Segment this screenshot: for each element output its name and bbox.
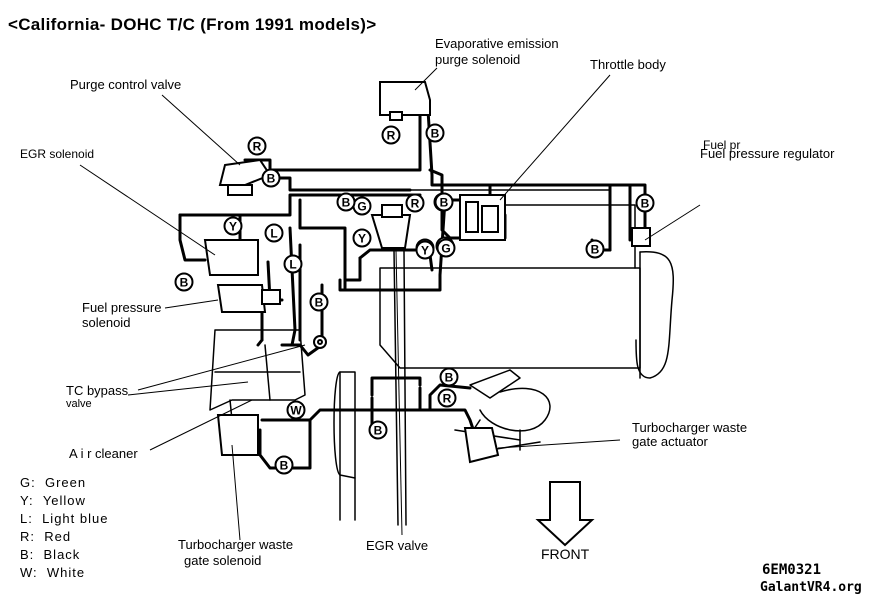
brand-watermark: GalantVR4.org bbox=[760, 580, 862, 595]
label-fuel-pressure-regulator: Fuel pressure regulator bbox=[700, 146, 835, 161]
svg-text:B: B bbox=[342, 196, 351, 210]
svg-text:L: L bbox=[270, 227, 277, 241]
hose-color-tag: Y bbox=[223, 216, 243, 236]
hose-color-tag: G bbox=[352, 196, 372, 216]
svg-text:W: W bbox=[290, 404, 302, 418]
svg-text:R: R bbox=[253, 140, 262, 154]
svg-text:R: R bbox=[443, 392, 452, 406]
waste-gate-actuator-shape bbox=[463, 427, 500, 464]
hose-color-tag: G bbox=[436, 238, 456, 258]
hose-color-tag: L bbox=[283, 254, 303, 274]
legend: G: Green Y: Yellow L: Light blue R: Red … bbox=[20, 474, 108, 582]
label-fuel-pr-overlap: Fuel pr bbox=[703, 138, 741, 152]
evap-purge-solenoid-shape bbox=[379, 81, 431, 116]
svg-text:B: B bbox=[591, 243, 600, 257]
label-fuel-pressure-solenoid-1: Fuel pressure bbox=[82, 300, 162, 315]
label-egr-solenoid: EGR solenoid bbox=[20, 147, 95, 161]
label-purge-control-valve: Purge control valve bbox=[70, 77, 182, 92]
label-waste-gate-solenoid-1: Turbocharger waste bbox=[178, 537, 294, 552]
svg-text:Y: Y bbox=[421, 244, 429, 258]
hose-color-tag: R bbox=[405, 193, 425, 213]
label-fuel-pressure-solenoid-2: solenoid bbox=[82, 315, 131, 330]
hose-color-tag: B bbox=[635, 193, 655, 213]
label-tc-bypass-2: valve bbox=[66, 398, 92, 410]
svg-text:B: B bbox=[641, 197, 650, 211]
purge-control-valve-shape bbox=[218, 158, 272, 186]
svg-text:B: B bbox=[315, 296, 324, 310]
waste-gate-solenoid-shape bbox=[216, 414, 259, 456]
legend-item: R: Red bbox=[20, 529, 72, 544]
hose-color-tag: B bbox=[439, 367, 459, 387]
legend-item: Y: Yellow bbox=[20, 493, 86, 508]
hose-color-tag: B bbox=[368, 420, 388, 440]
label-egr-valve: EGR valve bbox=[366, 538, 429, 553]
label-waste-gate-actuator-2: gate actuator bbox=[632, 434, 708, 449]
front-arrow bbox=[535, 481, 595, 547]
hose-color-tag: Y bbox=[352, 228, 372, 248]
hose-color-tag: B bbox=[174, 272, 194, 292]
svg-text:B: B bbox=[440, 196, 449, 210]
legend-item: L: Light blue bbox=[20, 511, 109, 526]
label-tc-bypass-1: TC bypass bbox=[66, 383, 129, 398]
svg-text:Y: Y bbox=[229, 220, 237, 234]
svg-text:R: R bbox=[387, 129, 396, 143]
svg-text:B: B bbox=[180, 276, 189, 290]
svg-text:R: R bbox=[411, 197, 420, 211]
hose-color-tag: R bbox=[437, 388, 457, 408]
legend-item: W: White bbox=[20, 565, 86, 580]
label-waste-gate-actuator-1: Turbocharger waste bbox=[632, 420, 748, 435]
fuel-pressure-solenoid-shape bbox=[216, 284, 267, 313]
label-evap-line1: Evaporative emission bbox=[435, 36, 559, 51]
hose-color-tag: B bbox=[434, 192, 454, 212]
hose-color-tag: R bbox=[381, 125, 401, 145]
hose-color-tag: B bbox=[261, 168, 281, 188]
label-waste-gate-solenoid-2: gate solenoid bbox=[184, 553, 262, 568]
hose-color-tag: B bbox=[425, 123, 445, 143]
svg-text:B: B bbox=[374, 424, 383, 438]
svg-text:G: G bbox=[357, 200, 366, 214]
hose-color-tag: W bbox=[286, 400, 306, 420]
legend-item: B: Black bbox=[20, 547, 81, 562]
hose-color-tag: Y bbox=[415, 240, 435, 260]
hose-color-tag: B bbox=[274, 455, 294, 475]
hose-color-tag: B bbox=[309, 292, 329, 312]
svg-text:B: B bbox=[445, 371, 454, 385]
label-throttle-body: Throttle body bbox=[590, 57, 666, 72]
svg-text:Y: Y bbox=[358, 232, 366, 246]
diagram-title: <California- DOHC T/C (From 1991 models)… bbox=[8, 15, 377, 34]
svg-text:L: L bbox=[289, 258, 296, 272]
svg-text:B: B bbox=[431, 127, 440, 141]
label-evap-line2: purge solenoid bbox=[435, 52, 521, 67]
hose-color-tag: B bbox=[336, 192, 356, 212]
hose-color-tag: R bbox=[247, 136, 267, 156]
egr-solenoid-shape bbox=[203, 239, 259, 276]
hose-color-tag: B bbox=[585, 239, 605, 259]
svg-text:G: G bbox=[441, 242, 450, 256]
svg-text:B: B bbox=[280, 459, 289, 473]
hose-color-tag: L bbox=[264, 223, 284, 243]
figure-code: 6EM0321 bbox=[762, 562, 822, 578]
legend-item: G: Green bbox=[20, 475, 87, 490]
svg-text:B: B bbox=[267, 172, 276, 186]
label-front: FRONT bbox=[541, 546, 590, 562]
label-air-cleaner: A i r cleaner bbox=[69, 446, 138, 461]
